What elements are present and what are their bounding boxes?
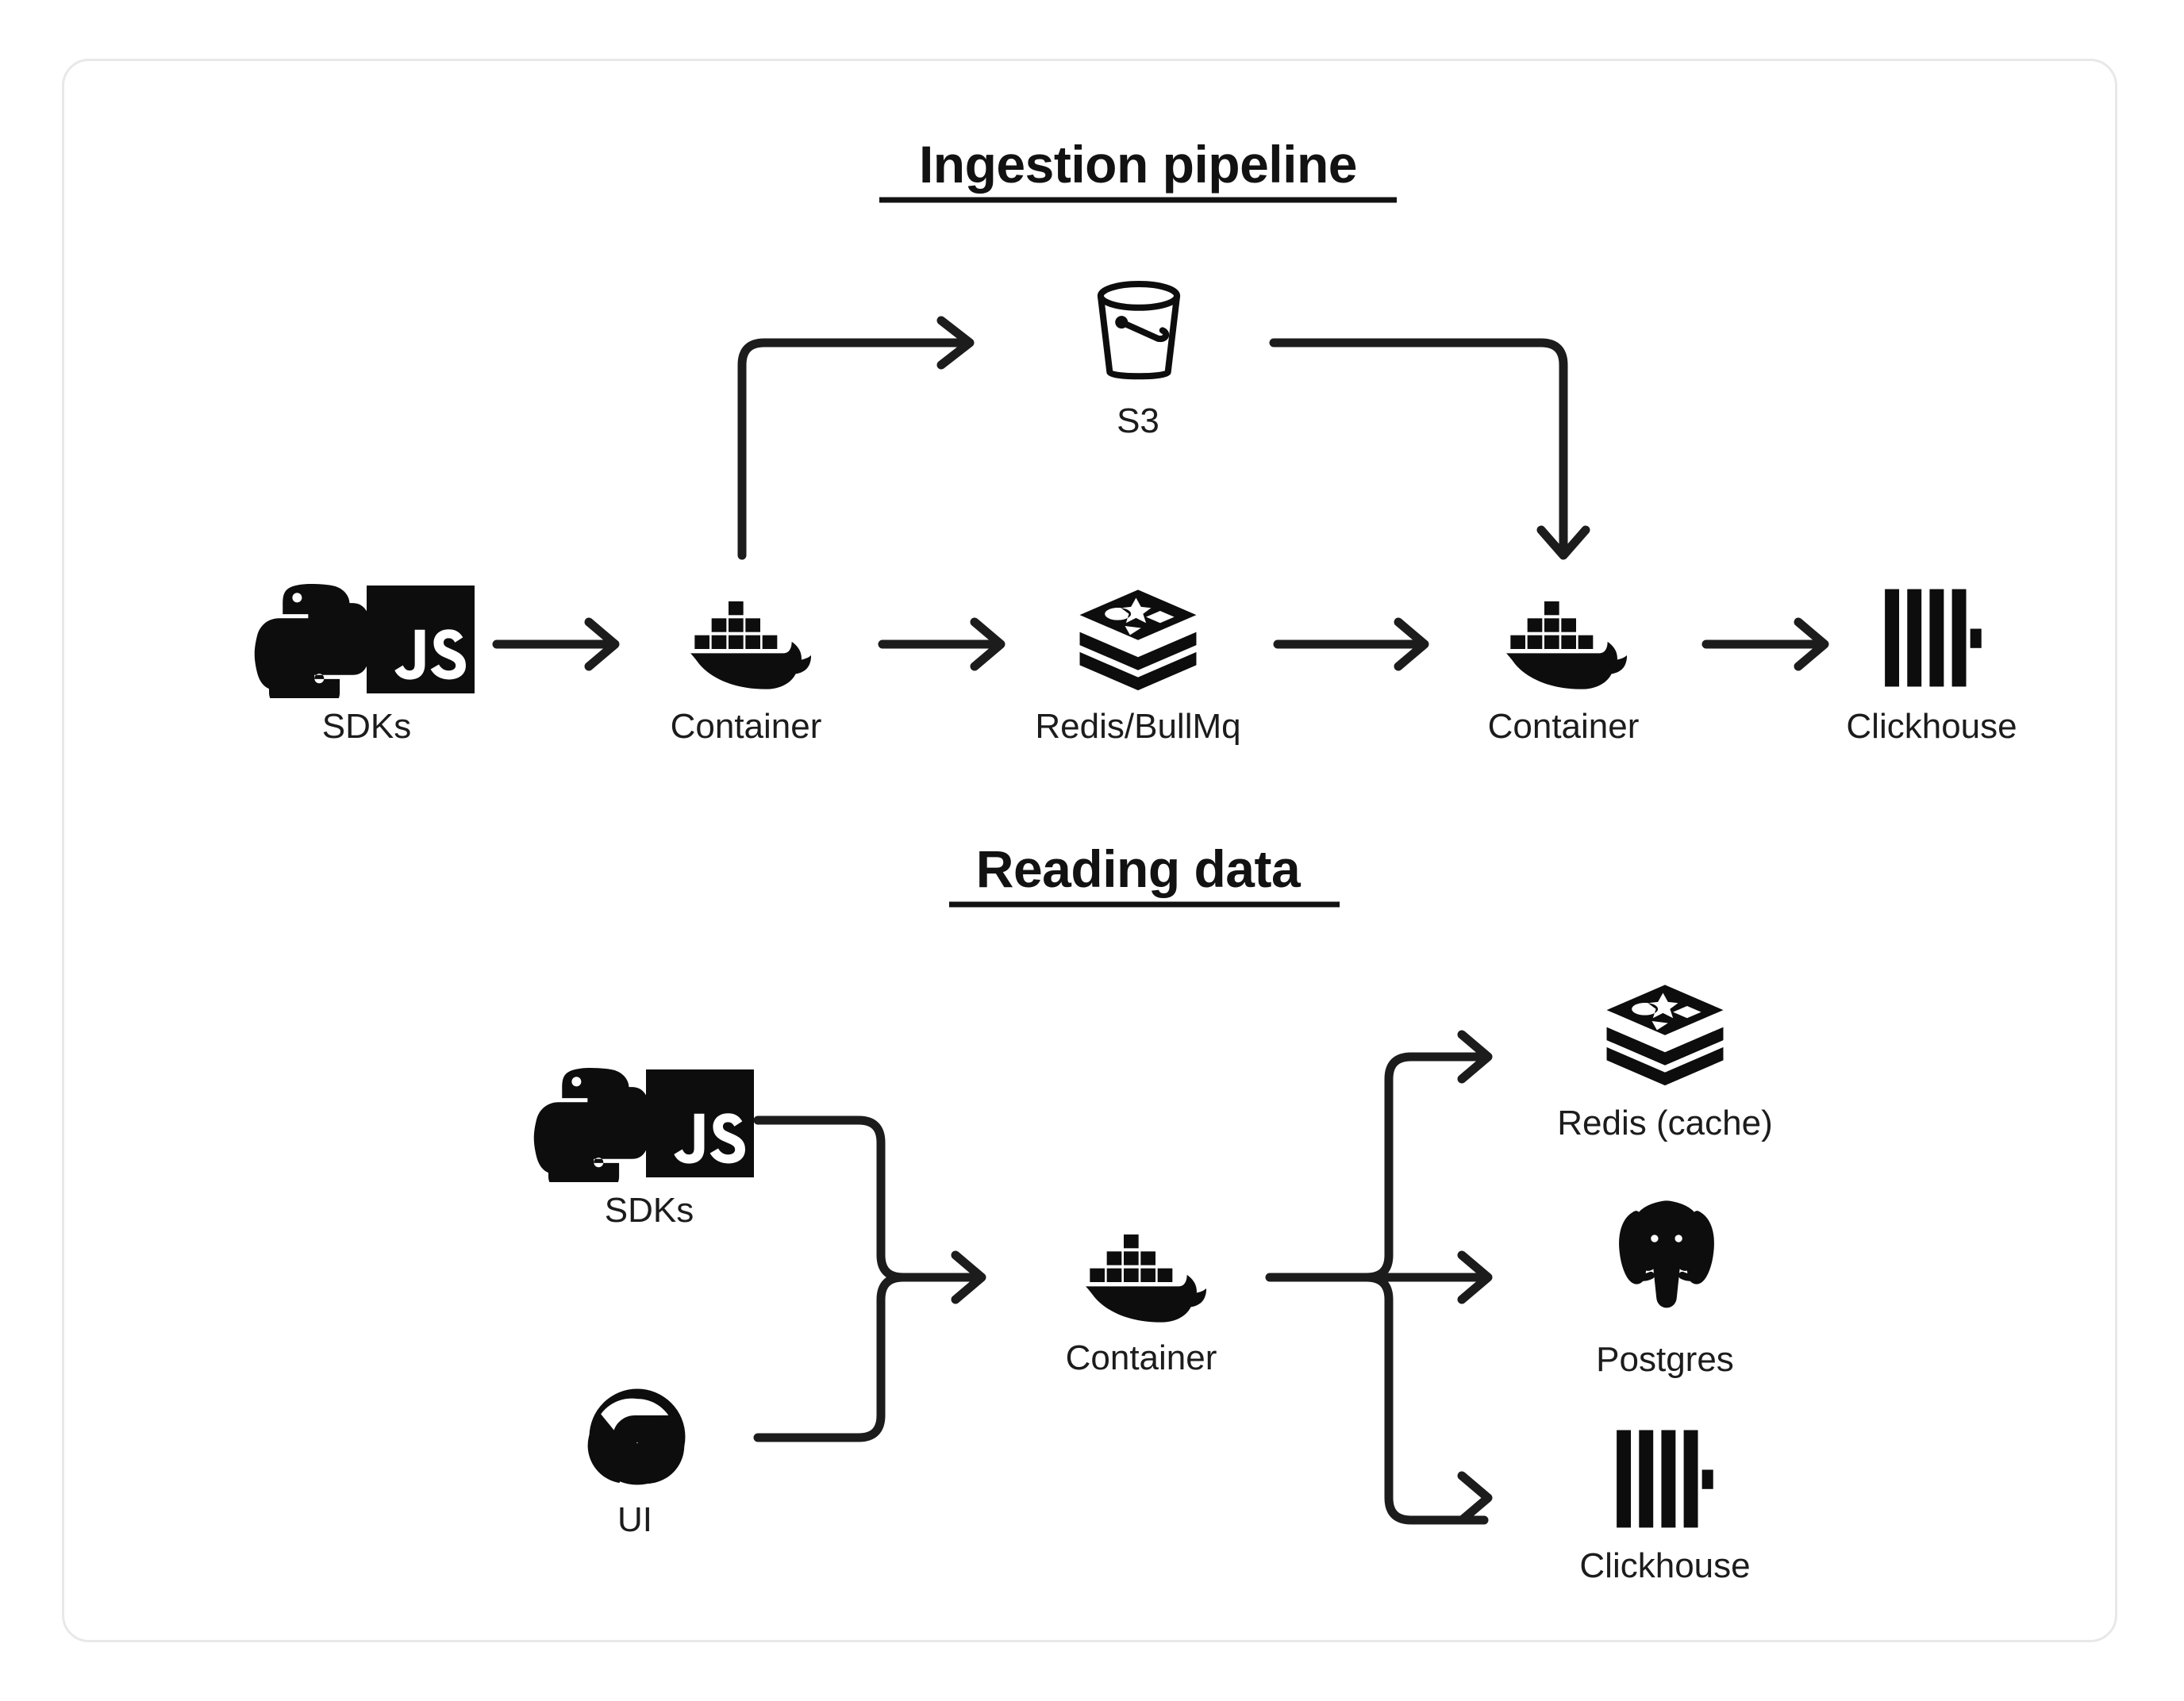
node-label-s3: S3 [1117,401,1159,440]
redis-icon [1079,589,1197,691]
node-label-container-read: Container [1066,1338,1217,1377]
section-ingestion: Ingestion pipeline [254,135,2017,746]
edge-container-read-fanout [1265,1030,1493,1525]
diagram-card [62,59,2117,1642]
node-redis-bullmq[interactable]: Redis/BullMq [1035,589,1241,746]
node-label-clickhouse-ingest: Clickhouse [1846,707,2017,746]
node-clickhouse-ingest[interactable]: Clickhouse [1846,589,2017,746]
node-label-ui: UI [617,1500,652,1539]
node-container-worker[interactable]: Container [1488,601,1640,746]
node-label-postgres: Postgres [1596,1340,1734,1379]
node-ui[interactable]: UI [587,1388,686,1539]
node-s3[interactable]: S3 [1101,284,1177,440]
edge-container-ingest-to-redis [878,617,1005,671]
edge-sdks-ui-merge-to-container-read [753,1115,986,1442]
section-title-reading: Reading data [976,839,1302,898]
node-label-sdks-ingest: SDKs [322,707,411,746]
clickhouse-icon [1617,1430,1713,1528]
chrome-icon [587,1388,686,1485]
edge-s3-to-container-worker [1269,338,1590,560]
edge-container-worker-to-clickhouse [1701,617,1829,671]
postgres-icon [1623,1204,1711,1304]
javascript-icon [367,586,475,693]
node-postgres[interactable]: Postgres [1596,1204,1734,1379]
node-redis-cache[interactable]: Redis (cache) [1557,985,1773,1142]
node-container-read[interactable]: Container [1066,1234,1217,1377]
python-icon [254,584,371,698]
node-sdks-read[interactable]: SDKs [533,1068,754,1230]
clickhouse-icon [1885,589,1982,687]
edge-sdks-to-container-ingest [492,617,620,671]
node-container-ingest[interactable]: Container [671,601,822,746]
edge-redis-to-container-worker [1273,617,1429,671]
node-label-container-ingest: Container [671,707,822,746]
section-reading: Reading data [533,839,1773,1585]
node-label-redis-bullmq: Redis/BullMq [1035,707,1240,746]
redis-icon [1606,985,1724,1086]
node-label-redis-cache: Redis (cache) [1557,1104,1772,1142]
python-icon [533,1068,651,1182]
docker-icon [1506,601,1627,689]
s3-bucket-icon [1101,284,1177,376]
section-title-ingestion: Ingestion pipeline [919,135,1357,194]
node-label-container-worker: Container [1488,707,1640,746]
docker-icon [1086,1234,1206,1323]
node-label-clickhouse-read: Clickhouse [1579,1546,1750,1585]
edge-container-ingest-to-s3 [737,316,975,560]
node-label-sdks-read: SDKs [605,1191,694,1230]
docker-icon [690,601,811,689]
javascript-icon [646,1069,754,1177]
node-sdks-ingest[interactable]: SDKs [254,584,475,746]
node-clickhouse-read[interactable]: Clickhouse [1579,1430,1751,1585]
